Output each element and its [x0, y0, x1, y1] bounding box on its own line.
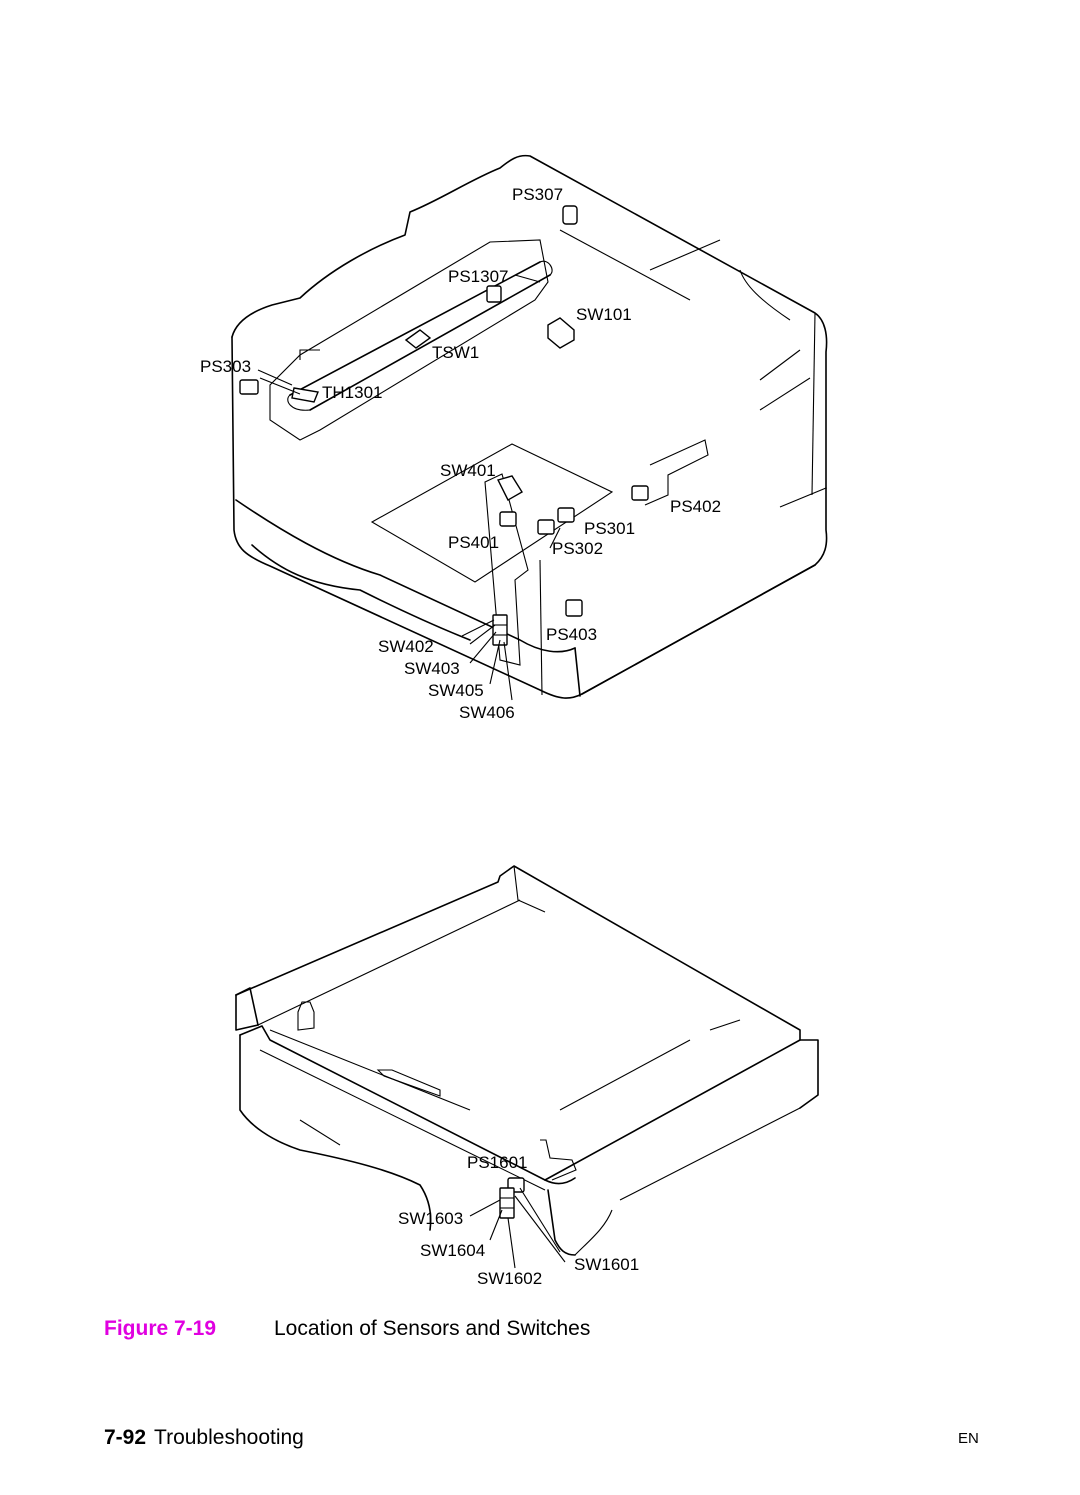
label-ps307: PS307	[512, 185, 563, 204]
section-name: Troubleshooting	[154, 1426, 304, 1449]
label-sw403: SW403	[404, 659, 460, 678]
page-number: 7-92	[104, 1426, 147, 1449]
lower-sensor-parts	[499, 1177, 525, 1219]
figure-number: Figure 7-19	[104, 1317, 217, 1340]
label-sw1603: SW1603	[398, 1209, 463, 1228]
label-ps301: PS301	[584, 519, 635, 538]
label-sw1604: SW1604	[420, 1241, 485, 1260]
lower-leader-lines	[469, 1187, 566, 1269]
label-sw401: SW401	[440, 461, 496, 480]
figure-title: Location of Sensors and Switches	[274, 1317, 591, 1340]
label-ps302: PS302	[552, 539, 603, 558]
label-sw405: SW405	[428, 681, 484, 700]
label-sw406: SW406	[459, 703, 515, 722]
upper-labels: PS307 PS1307 SW101 TSW1 PS303 TH1301 SW4…	[200, 185, 721, 722]
upper-sensor-parts	[239, 205, 649, 646]
label-ps1601: PS1601	[467, 1153, 528, 1172]
language-code: EN	[958, 1430, 979, 1447]
lower-labels: PS1601 SW1603 SW1604 SW1601 SW1602	[398, 1153, 639, 1288]
page-footer: 7-92 Troubleshooting	[104, 1426, 304, 1450]
label-th1301: TH1301	[322, 383, 382, 402]
label-sw1602: SW1602	[477, 1269, 542, 1288]
printer-body-drawing	[231, 154, 828, 699]
label-sw1601: SW1601	[574, 1255, 639, 1274]
label-tsw1: TSW1	[432, 343, 479, 362]
paper-tray-drawing	[235, 865, 819, 1256]
label-ps403: PS403	[546, 625, 597, 644]
label-ps1307: PS1307	[448, 267, 509, 286]
label-sw402: SW402	[378, 637, 434, 656]
label-ps402: PS402	[670, 497, 721, 516]
label-ps401: PS401	[448, 533, 499, 552]
upper-leader-lines	[257, 274, 561, 701]
label-sw101: SW101	[576, 305, 632, 324]
figure-caption: Figure 7-19 Location of Sensors and Swit…	[104, 1317, 590, 1341]
label-ps303: PS303	[200, 357, 251, 376]
